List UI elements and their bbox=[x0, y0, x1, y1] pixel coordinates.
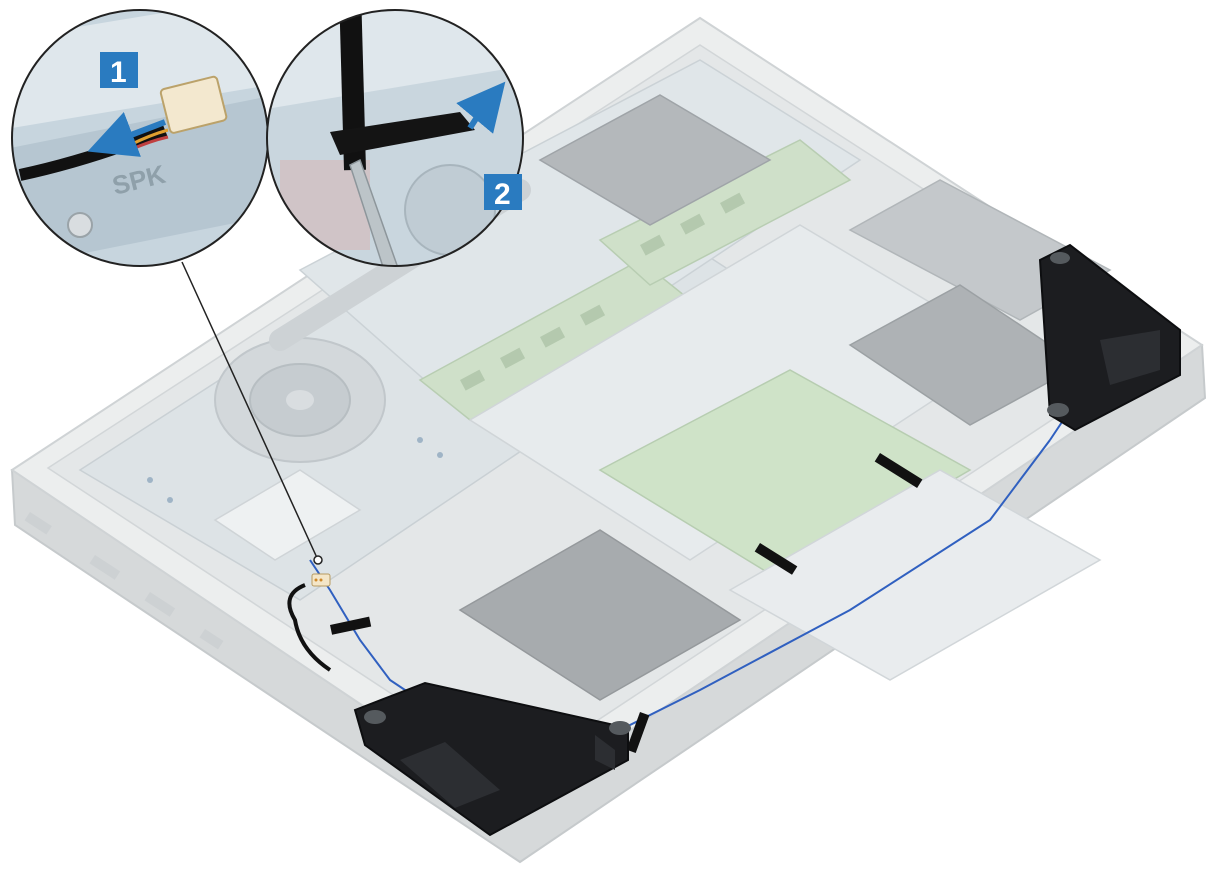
black-cable-loop bbox=[287, 583, 332, 672]
callout-leader-dot bbox=[313, 555, 323, 565]
memory-modules bbox=[418, 139, 852, 421]
zoom-callout-connector: SPK bbox=[11, 9, 269, 267]
tape-pieces bbox=[330, 453, 923, 754]
wlan-card bbox=[213, 469, 362, 561]
zoom-callout-tape bbox=[266, 9, 524, 267]
right-speaker bbox=[1038, 243, 1181, 432]
action-arrow-icon bbox=[87, 112, 167, 157]
touchpad-board bbox=[598, 369, 972, 581]
svg-text:1: 1 bbox=[110, 56, 127, 89]
peel-arrow-icon bbox=[456, 81, 506, 134]
cooling-fan bbox=[214, 337, 386, 463]
step-badge-1: 1 bbox=[100, 52, 138, 89]
pry-tool-icon bbox=[349, 158, 400, 266]
svg-text:2: 2 bbox=[494, 178, 511, 211]
smart-card-shield bbox=[458, 529, 742, 701]
ssd-shield bbox=[538, 94, 772, 226]
callout-leader-line bbox=[181, 261, 319, 561]
palmrest-plate bbox=[728, 469, 1102, 681]
speaker-connector-icon bbox=[311, 573, 331, 587]
left-speaker bbox=[353, 681, 631, 837]
step-badge-2: 2 bbox=[484, 174, 522, 211]
